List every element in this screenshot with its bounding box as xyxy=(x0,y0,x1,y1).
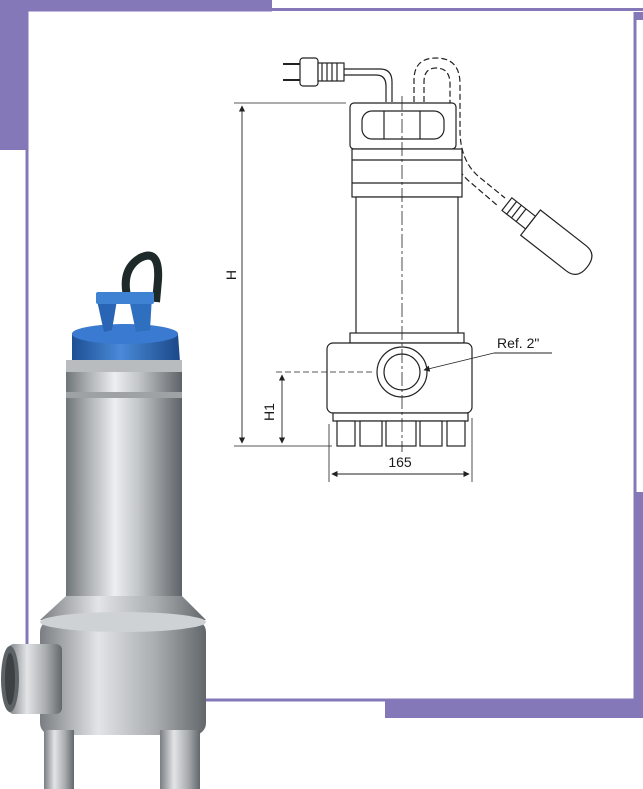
pump-photo xyxy=(1,251,206,789)
float-switch-icon xyxy=(501,196,593,276)
connection-label: Ref. 2" xyxy=(497,335,539,351)
float-cable xyxy=(413,57,506,199)
dimension-label-h: H xyxy=(223,270,239,280)
dimension-label-width: 165 xyxy=(388,454,412,470)
power-plug-icon xyxy=(283,57,393,102)
dimension-label-h1: H1 xyxy=(261,403,277,421)
technical-drawing xyxy=(234,57,593,482)
